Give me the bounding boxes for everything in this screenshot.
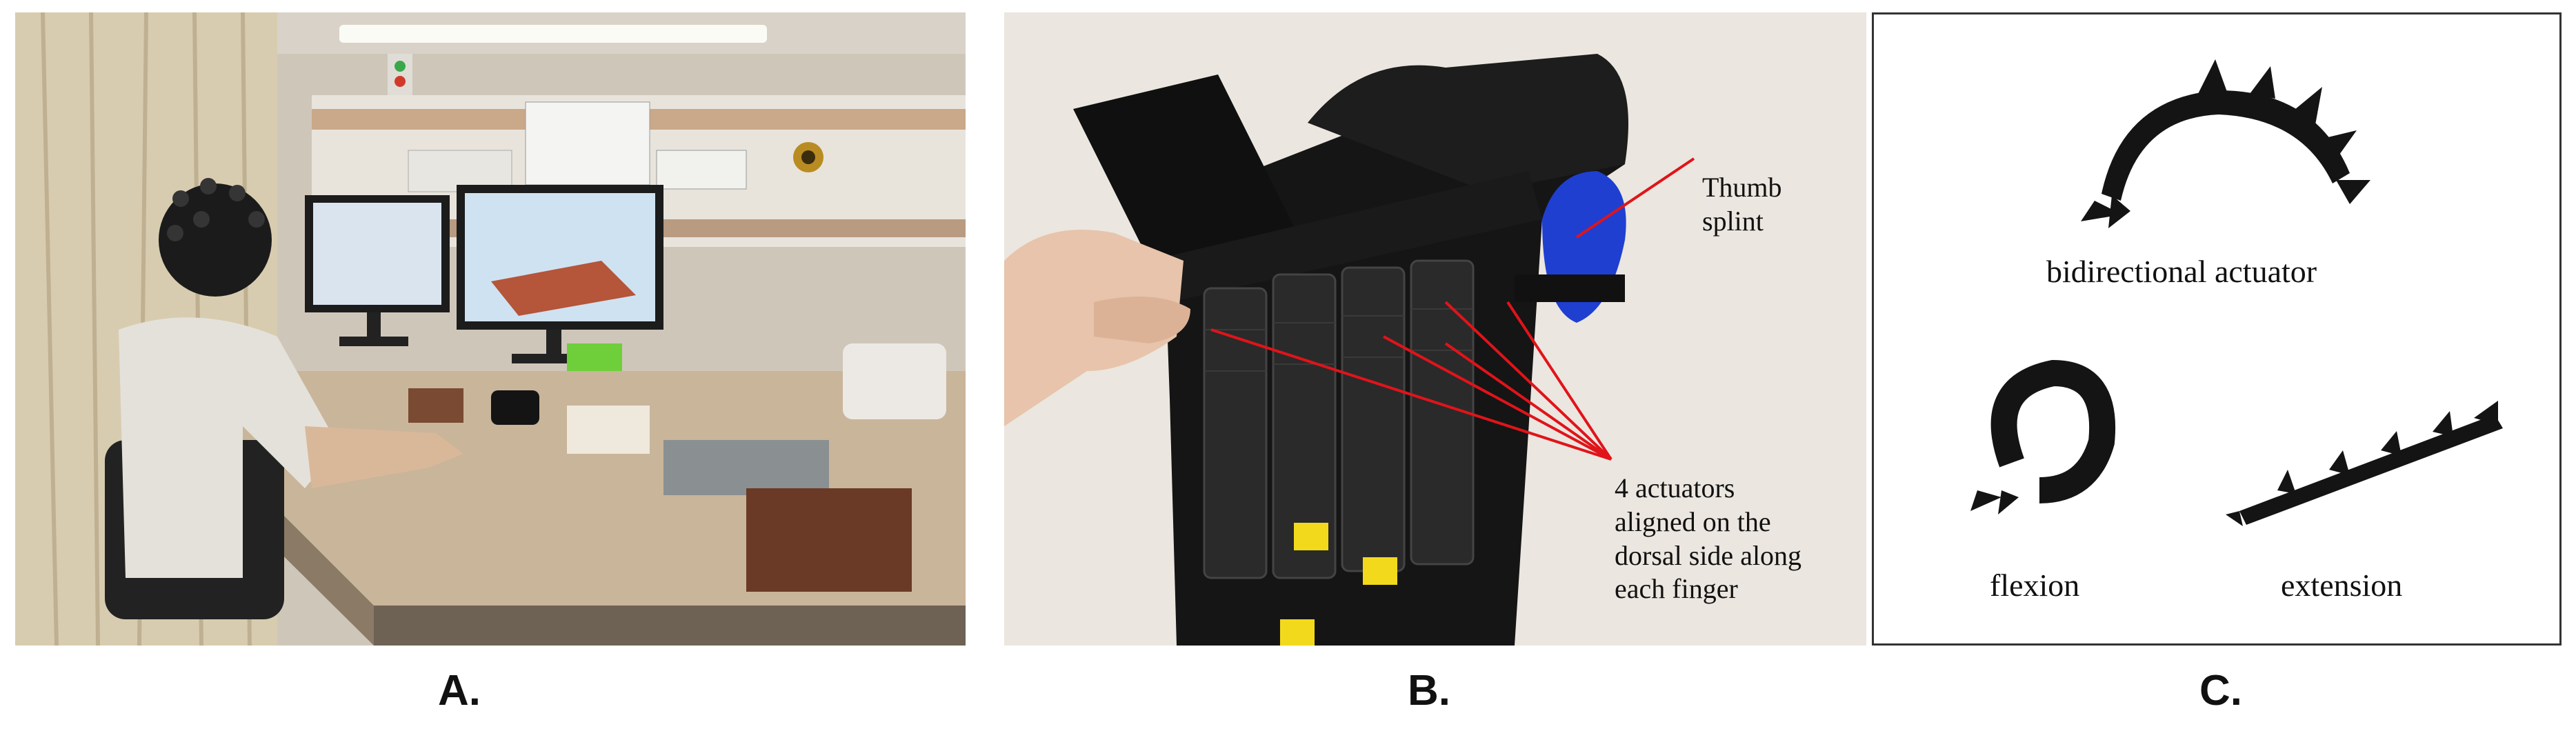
actuator-3: [1341, 266, 1406, 572]
extension-actuator: [2226, 401, 2503, 526]
actuator-drawings: [1970, 59, 2503, 526]
lab-scene-illustration: [15, 12, 966, 646]
panel-label-c: C.: [2199, 667, 2242, 714]
glove-illustration: [1004, 12, 1866, 646]
finger-tag: [1363, 557, 1397, 585]
flexion-label: flexion: [1990, 568, 2080, 603]
bidirectional-actuator: [2081, 59, 2370, 228]
finger-tag: [1280, 619, 1315, 646]
actuators-label: 4 actuators aligned on the dorsal side a…: [1615, 472, 1802, 605]
annotation-lines: [1210, 157, 1695, 461]
panel-label-b: B.: [1408, 667, 1450, 714]
actuator-4: [1410, 259, 1475, 566]
ceiling-light: [339, 25, 767, 43]
panel-b-glove-photo: Thumb splint 4 actuators aligned on the …: [1004, 12, 1866, 646]
flexion-actuator: [1990, 359, 2116, 503]
velcro-strap: [1073, 74, 1294, 274]
finger-tag: [1294, 523, 1328, 550]
actuator-1: [1203, 287, 1268, 579]
person-shirt: [119, 317, 339, 578]
eeg-cap-head: [159, 183, 272, 297]
panel-a-lab-photo: [15, 12, 966, 646]
panel-label-a: A.: [438, 667, 481, 714]
extension-label: extension: [2281, 568, 2403, 603]
panel-c-actuator-diagram: bidirectional actuator flexion extension: [1872, 12, 2562, 646]
thumb-splint-label: Thumb splint: [1702, 172, 1782, 237]
actuator-2: [1272, 273, 1337, 579]
bidirectional-actuator-label: bidirectional actuator: [2046, 254, 2317, 289]
